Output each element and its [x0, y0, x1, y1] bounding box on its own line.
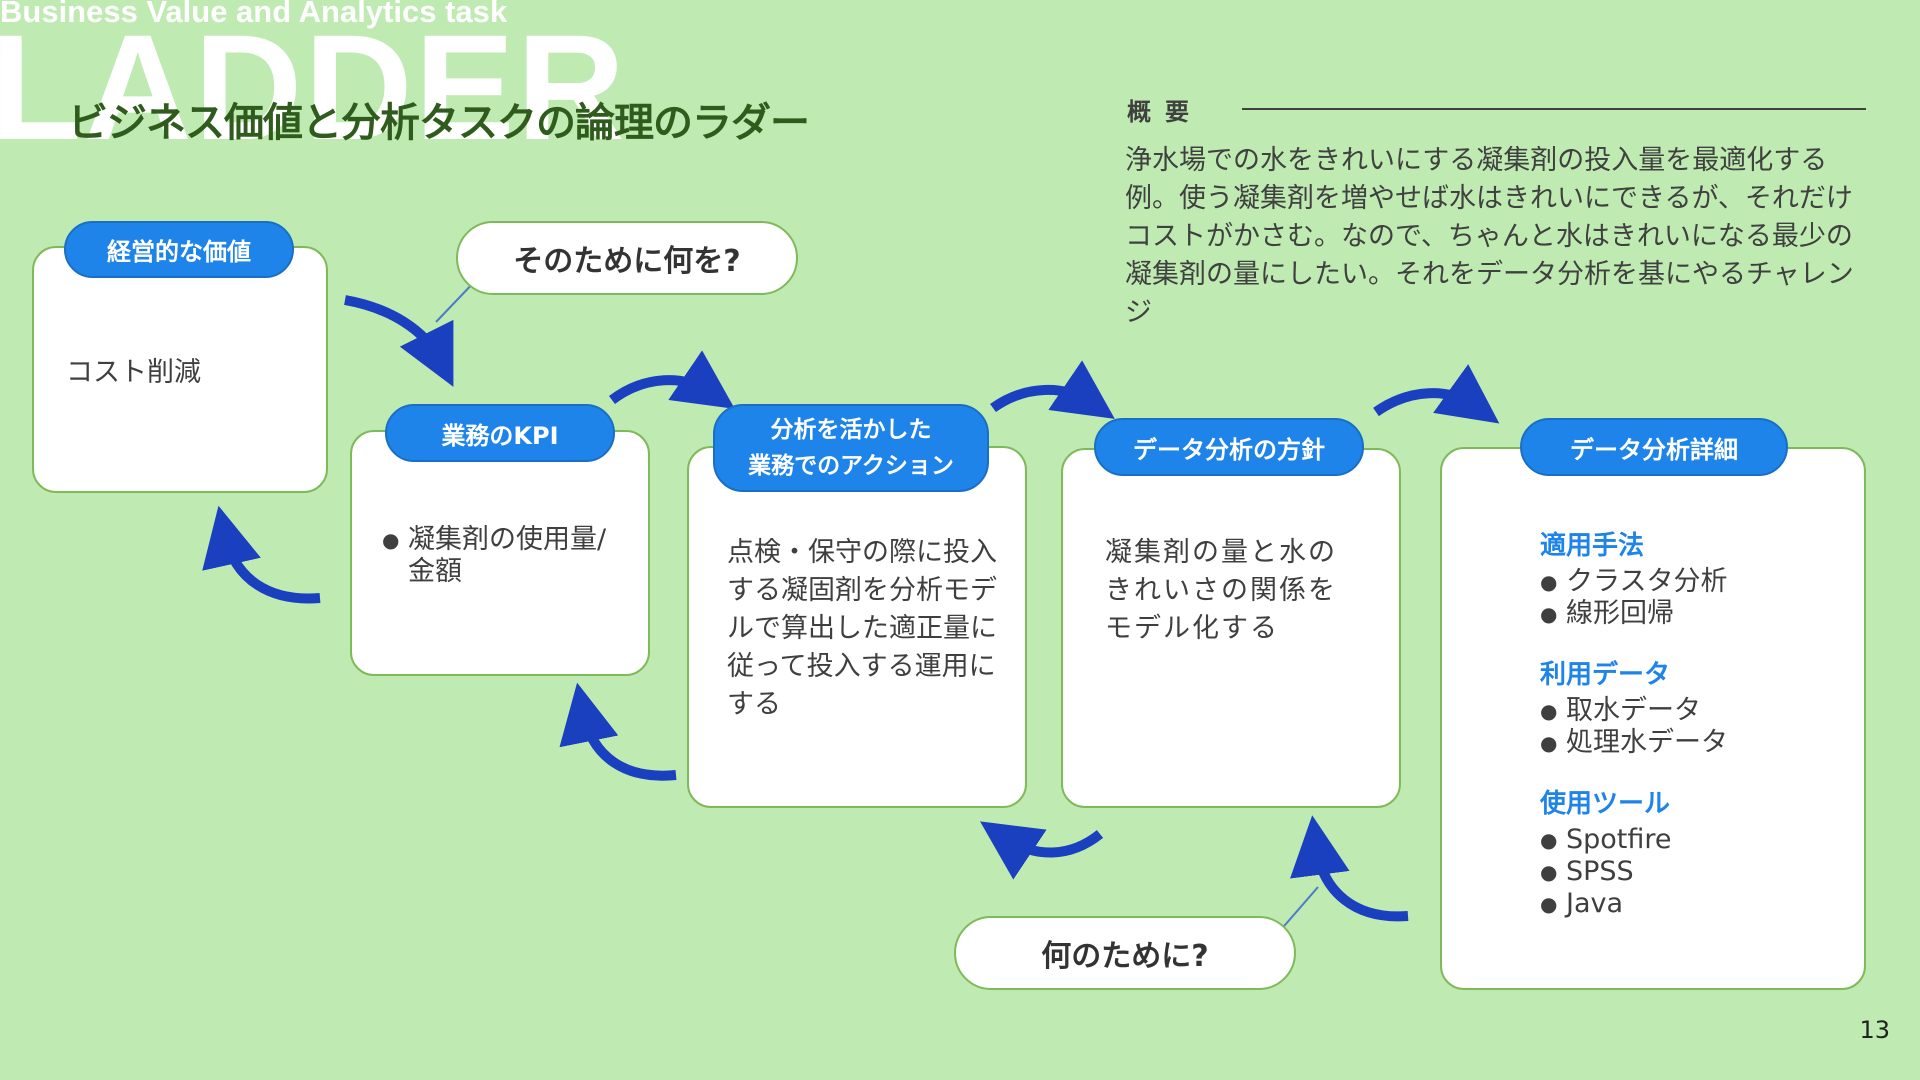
- analysis-detail-content: 適用手法 クラスタ分析 線形回帰 利用データ 取水データ 処理水データ 使用ツー…: [1540, 511, 1840, 920]
- tools-heading: 使用ツール: [1540, 789, 1671, 819]
- for-what-bubble: 何のために?: [954, 916, 1296, 990]
- arrow-action-to-policy: [990, 360, 1115, 419]
- arrow-action-to-kpi: [559, 682, 677, 781]
- tool-item: Spotfire: [1540, 824, 1840, 856]
- overview-label: 概要: [1127, 98, 1203, 126]
- action-text: 点検・保守の際に投入する凝固剤を分析モデルで算出した適正量に従って投入する運用に…: [727, 537, 997, 720]
- overview-divider: [1242, 108, 1866, 110]
- why-what-bubble: そのために何を?: [456, 221, 798, 295]
- arrow-value-to-kpi: [344, 295, 454, 387]
- ladder-watermark: LADDER: [0, 3, 627, 171]
- analysis-policy-pill: データ分析の方針: [1094, 418, 1364, 476]
- action-pill: 分析を活かした 業務でのアクション: [713, 404, 989, 492]
- analysis-policy-card: 凝集剤の量と水のきれいさの関係をモデル化する: [1061, 448, 1401, 808]
- action-card: 点検・保守の際に投入する凝固剤を分析モデルで算出した適正量に従って投入する運用に…: [687, 446, 1027, 808]
- tool-item: Java: [1540, 888, 1840, 920]
- tool-item: SPSS: [1540, 856, 1840, 888]
- kpi-item: 凝集剤の使用量/金額: [382, 524, 622, 588]
- arrow-policy-to-action: [980, 821, 1104, 880]
- page-title: ビジネス価値と分析タスクの論理のラダー: [68, 100, 810, 146]
- method-item: クラスタ分析: [1540, 566, 1840, 598]
- methods-heading: 適用手法: [1540, 531, 1645, 561]
- data-item: 取水データ: [1540, 695, 1840, 727]
- business-value-text: コスト削減: [66, 357, 201, 388]
- page-number: 13: [1859, 1016, 1890, 1044]
- english-subtitle: Business Value and Analytics task: [0, 0, 508, 29]
- analysis-detail-card: 適用手法 クラスタ分析 線形回帰 利用データ 取水データ 処理水データ 使用ツー…: [1440, 447, 1866, 990]
- kpi-pill: 業務のKPI: [385, 404, 615, 462]
- action-pill-line1: 分析を活かした: [770, 417, 932, 443]
- data-item: 処理水データ: [1540, 727, 1840, 759]
- action-pill-line2: 業務でのアクション: [748, 453, 954, 479]
- method-item: 線形回帰: [1540, 598, 1840, 630]
- arrow-policy-to-detail: [1373, 364, 1500, 424]
- overview-text: 浄水場での水をきれいにする凝集剤の投入量を最適化する例。使う凝集剤を増やせば水は…: [1125, 145, 1854, 328]
- kpi-card: 凝集剤の使用量/金額: [350, 430, 650, 676]
- business-value-pill: 経営的な価値: [64, 221, 294, 278]
- arrow-kpi-to-value: [202, 505, 321, 604]
- business-value-card: コスト削減: [32, 246, 328, 493]
- arrow-detail-to-policy: [1290, 815, 1409, 922]
- analysis-detail-pill: データ分析詳細: [1520, 418, 1788, 476]
- arrow-kpi-to-action: [608, 350, 735, 409]
- data-heading: 利用データ: [1540, 660, 1671, 690]
- analysis-policy-text: 凝集剤の量と水のきれいさの関係をモデル化する: [1105, 537, 1337, 644]
- kpi-list: 凝集剤の使用量/金額: [382, 524, 622, 588]
